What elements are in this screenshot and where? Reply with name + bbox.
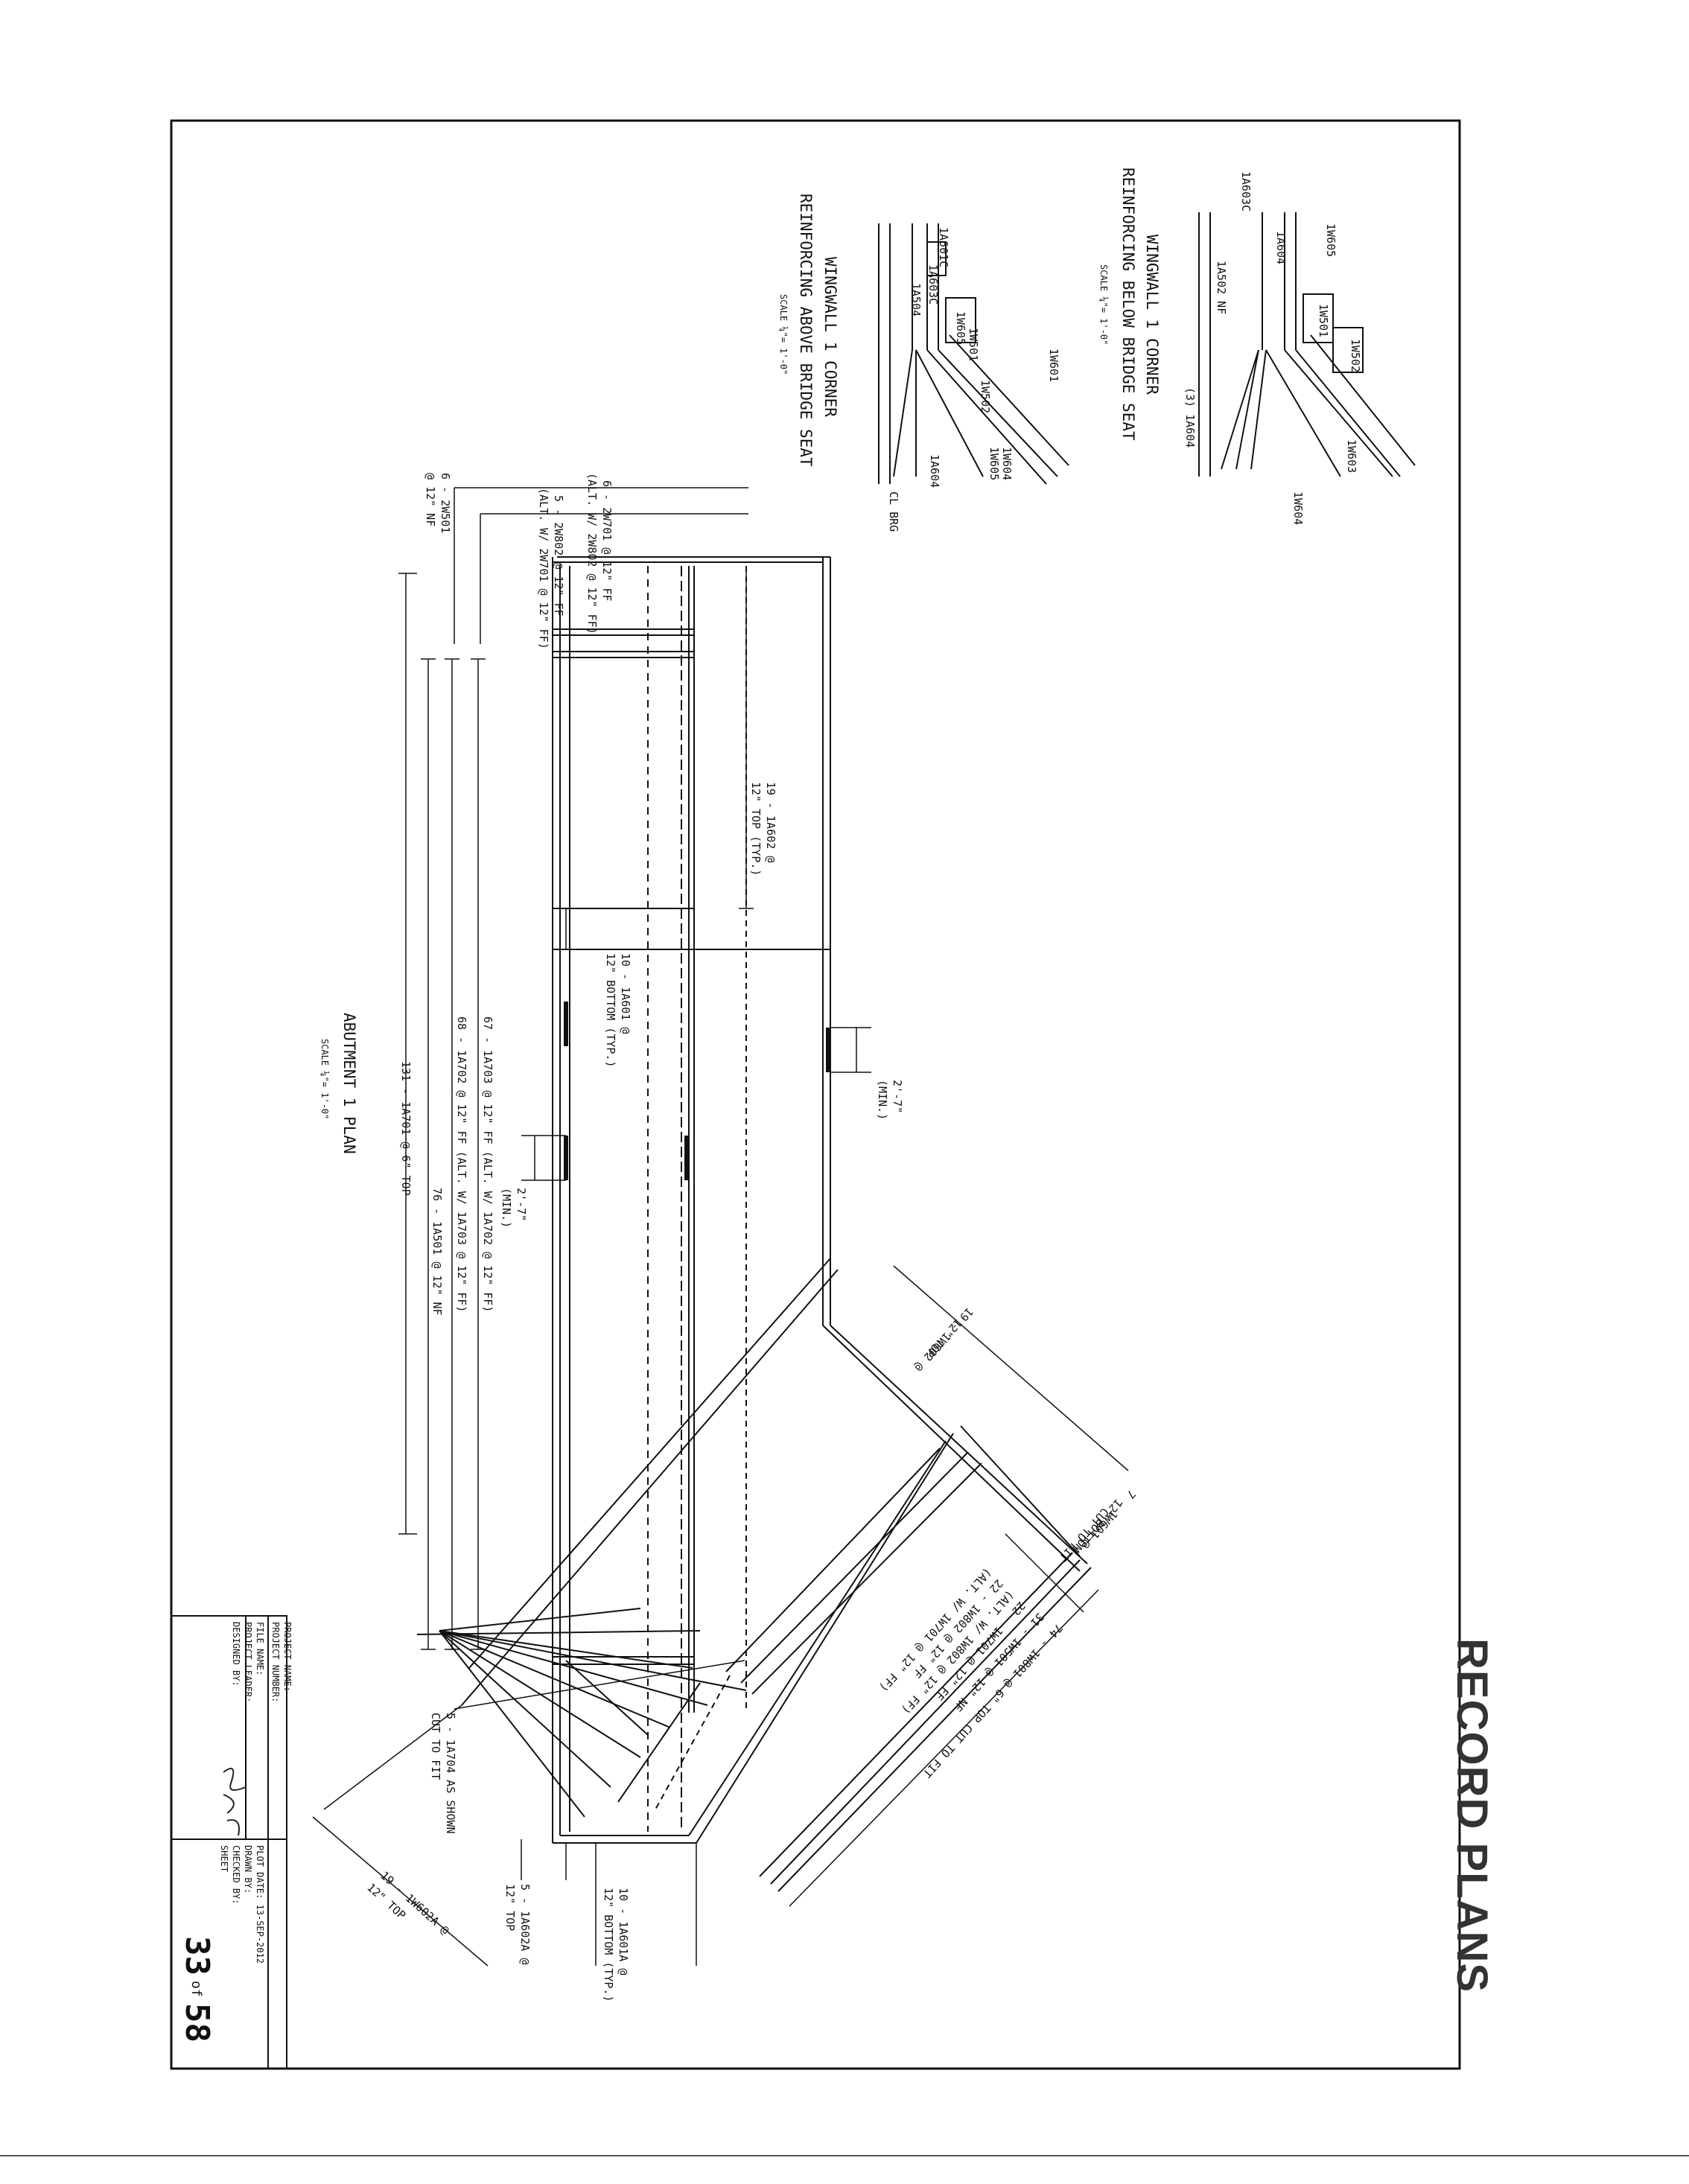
callout-1a703: 67 - 1A703 @ 12" FF (ALT. W/ 1A702 @ 12"… (481, 1016, 494, 1312)
detail-above-label: 1W502 (979, 380, 992, 413)
detail-below-label: 1W603 (1345, 439, 1358, 473)
detail-above-title-1: WINGWALL 1 CORNER (821, 257, 839, 417)
signature-mark (223, 1768, 246, 1836)
plan-scale: SCALE ¼"= 1'-0" (319, 1039, 330, 1119)
project-number-label: PROJECT NUMBER: (270, 1622, 281, 1702)
callout-1a601-spacing: 12" BOTTOM (TYP.) (604, 953, 617, 1068)
detail-above-label: 1A603C (926, 264, 940, 305)
project-leader-label: PROJECT LEADER: (243, 1622, 253, 1702)
detail-above-scale: SCALE ¼"= 1'-0" (778, 294, 789, 375)
detail-above-label: 1W501 (967, 328, 980, 361)
plot-date-label: PLOT DATE: 13-SEP-2012 (255, 1845, 265, 1964)
detail-above-label: CL BRG (887, 491, 900, 532)
callout-1w602-spacing: 12" TOP (923, 1316, 965, 1360)
abutment-plan (416, 556, 1092, 1892)
sheet-of: of (188, 1981, 204, 1997)
callout-1a602a: 5 - 1A602A @ (518, 1884, 532, 1964)
callout-1a602a-spacing: 12" TOP (503, 1884, 517, 1931)
checked-by-label: CHECKED BY: (231, 1845, 241, 1904)
detail-below-label: 1A603C (1239, 171, 1253, 211)
callout-1a602: 19 - 1A602 @ (764, 782, 777, 862)
sheet-total: 58 (178, 2003, 216, 2043)
detail-above-label: 1A504 (909, 283, 923, 316)
detail-above-label: 1W605 (987, 447, 1001, 480)
plan-callouts: 6 - 2W701 @ 12" FF (ALT. W/ 2W802 @ 12" … (399, 473, 904, 1316)
callout-min-clearance-note: (MIN.) (876, 1080, 889, 1120)
detail-below-label: 1W501 (1317, 304, 1330, 337)
dimension-lines (312, 487, 1129, 1967)
end-callouts: 5 - 1A704 AS SHOWN CUT TO FIT 5 - 1A602A… (429, 1713, 630, 2002)
record-plans-stamp: RECORD PLANS (1448, 1638, 1496, 1993)
detail-below-title-2: REINFORCING BELOW BRIDGE SEAT (1119, 168, 1137, 441)
detail-above-bridge-seat (878, 223, 1069, 485)
detail-below-labels: 1A603C 1W605 1A604 1A502 NF 1W501 1W502 … (1183, 171, 1362, 525)
callout-min-clearance: 2'-7" (891, 1080, 904, 1113)
detail-above-label: 1W601 (1047, 348, 1060, 382)
detail-above-labels: 1A601C 1A603C 1A504 1W605 1W501 1W502 1W… (887, 227, 1060, 532)
callout-2w501-spacing: @ 12" NF (424, 473, 437, 526)
detail-below-label: (3) 1A604 (1183, 387, 1197, 448)
callout-1a704-note: CUT TO FIT (429, 1713, 442, 1780)
designed-by-label: DESIGNED BY: (231, 1622, 241, 1687)
sheet-label: SHEET (219, 1845, 229, 1872)
callout-1a601: 10 - 1A601 @ (619, 953, 632, 1034)
detail-below-scale: SCALE ¼"= 1'-0" (1098, 264, 1109, 345)
callout-1a602-spacing: 12" TOP (TYP.) (749, 782, 763, 876)
detail-above-title-2: REINFORCING ABOVE BRIDGE SEAT (797, 194, 815, 467)
title-block-text: PROJECT NAME: PROJECT NUMBER: FILE NAME:… (219, 1622, 293, 1964)
callout-1a501: 76 - 1A501 @ 12" NF (430, 1188, 444, 1316)
detail-above-label: 1W604 (1000, 447, 1014, 480)
detail-below-label: 1W502 (1349, 339, 1362, 372)
detail-below-title-1: WINGWALL 1 CORNER (1143, 235, 1161, 395)
callout-2w802-alt: (ALT. W/ 2W701 @ 12" FF) (537, 488, 550, 649)
detail-below-label: 1W605 (1324, 223, 1337, 257)
detail-below-label: 1A502 NF (1215, 261, 1228, 314)
detail-above-label: 1W605 (954, 311, 967, 345)
file-name-label: FILE NAME: (255, 1622, 265, 1675)
detail-below-label: 1W604 (1291, 491, 1305, 525)
callout-1a704: 5 - 1A704 AS SHOWN (444, 1713, 457, 1834)
project-name-label: PROJECT NAME: (282, 1622, 293, 1692)
drawn-by-label: DRAWN BY: (243, 1845, 253, 1894)
callout-min-clearance: 2'-7" (515, 1188, 528, 1221)
callout-2w701-alt: (ALT. W/ 2W802 @ 12" FF) (585, 473, 599, 634)
callout-min-clearance-note: (MIN.) (500, 1188, 513, 1228)
callout-2w701: 6 - 2W701 @ 12" FF (600, 480, 614, 602)
callout-2w802: 5 - 2W802 @ 12" FF (552, 495, 565, 617)
callout-1a601a: 10 - 1A601A @ (617, 1888, 630, 1975)
detail-below-bridge-seat (1198, 212, 1416, 477)
title-block (171, 1615, 287, 2069)
callout-1a701: 131 - 1A701 @ 6" TOP (399, 1061, 413, 1196)
callout-1a702: 68 - 1A702 @ 12" FF (ALT. W/ 1A703 @ 12"… (455, 1016, 468, 1312)
plan-title: ABUTMENT 1 PLAN (340, 1013, 358, 1154)
callout-2w501: 6 - 2W501 (439, 473, 452, 533)
detail-below-label: 1A604 (1274, 231, 1288, 264)
sheet-number: 33 (178, 1936, 216, 1976)
sheet-border (170, 119, 1461, 2070)
detail-above-label: 1A601C (937, 227, 950, 267)
callout-1a601a-spacing: 12" BOTTOM (TYP.) (602, 1888, 615, 2002)
detail-above-label: 1A604 (928, 454, 941, 488)
